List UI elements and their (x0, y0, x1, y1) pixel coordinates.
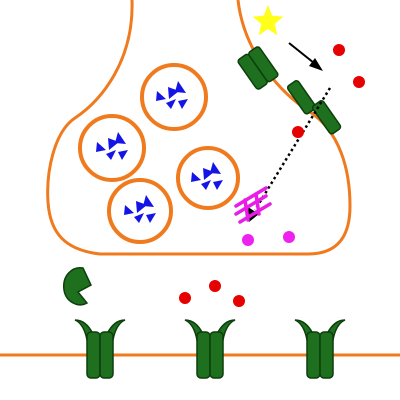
red-ion (353, 76, 365, 88)
membrane-receptor (286, 80, 317, 115)
red-ion (333, 44, 345, 56)
magenta-ion (242, 234, 254, 246)
synaptic-vesicle (78, 114, 146, 182)
magenta-ion (283, 231, 295, 243)
pacman-molecule (63, 267, 92, 306)
postsynaptic-receptor (184, 319, 236, 379)
membrane-receptor (311, 100, 342, 135)
ligand-star (252, 5, 284, 36)
activation-arrow (288, 42, 323, 71)
synaptic-vesicle (107, 178, 173, 244)
synaptic-vesicle (176, 146, 240, 210)
membrane-receptor (237, 46, 279, 90)
synaptic-vesicle (140, 63, 208, 131)
postsynaptic-receptor (294, 319, 346, 379)
red-ion (233, 295, 245, 307)
red-ion (179, 292, 191, 304)
signal-dotted-arrow (248, 87, 332, 222)
red-ion (292, 126, 304, 138)
red-ion (209, 280, 221, 292)
postsynaptic-receptor (74, 319, 126, 379)
enzyme (234, 186, 272, 224)
